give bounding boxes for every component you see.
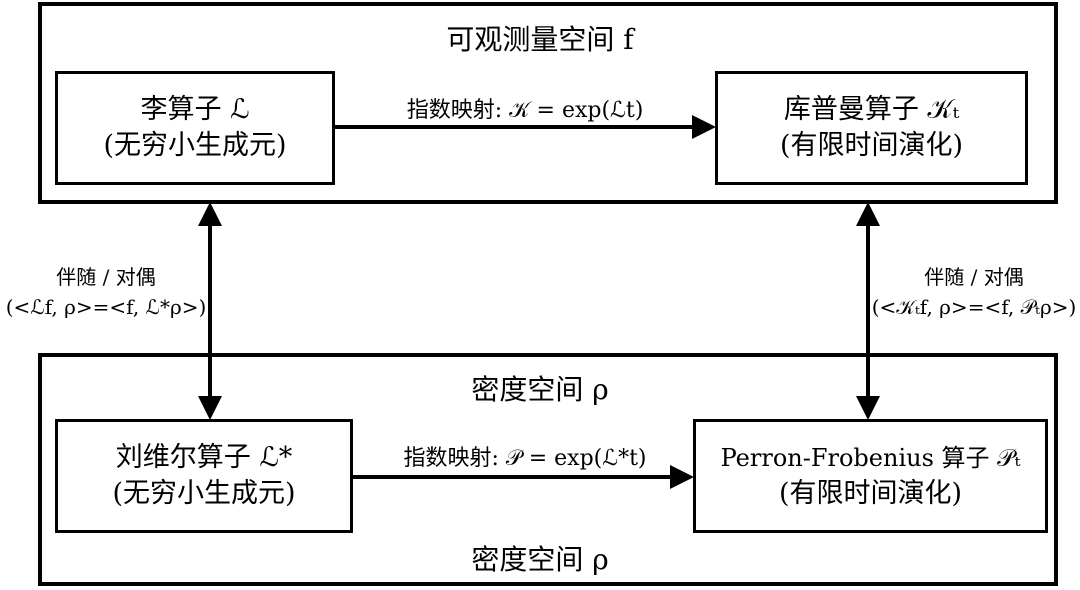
pf-operator-desc: (有限时间演化): [778, 478, 963, 509]
koopman-operator-box: 库普曼算子 𝒦ₜ (有限时间演化): [715, 71, 1028, 185]
left-adjoint-formula: (<ℒf, ρ>=<f, ℒ*ρ>): [5, 295, 207, 319]
pf-operator-box: Perron-Frobenius 算子 𝒫ₜ (有限时间演化): [693, 419, 1048, 533]
bottom-horizontal-arrow: [353, 465, 694, 489]
right-adjoint-formula: (<𝒦ₜf, ρ>=<f, 𝒫ₜρ>): [871, 295, 1077, 319]
left-adjoint-label: 伴随 / 对偶 (<ℒf, ρ>=<f, ℒ*ρ>): [0, 262, 212, 322]
liouville-operator-name: 刘维尔算子 ℒ*: [115, 442, 293, 473]
density-space-bottom-title: 密度空间 ρ: [471, 543, 609, 576]
pf-operator-name: Perron-Frobenius 算子 𝒫ₜ: [720, 444, 1021, 472]
observable-space-frame: [38, 2, 1058, 204]
left-vertical-double-arrow: [198, 202, 222, 420]
left-adjoint-title: 伴随 / 对偶: [56, 265, 156, 289]
lie-operator-name: 李算子 ℒ: [140, 94, 250, 125]
top-arrow-label: 指数映射: 𝒦 = exp(ℒt): [406, 98, 644, 123]
density-space-title: 密度空间 ρ: [471, 373, 609, 406]
bottom-arrow-label: 指数映射: 𝒫 = exp(ℒ*t): [403, 446, 647, 471]
observable-space-title: 可观测量空间 f: [446, 23, 634, 56]
density-space-frame: [38, 353, 1058, 586]
liouville-operator-box: 刘维尔算子 ℒ* (无穷小生成元): [55, 419, 353, 533]
right-adjoint-title: 伴随 / 对偶: [924, 265, 1024, 289]
right-adjoint-label: 伴随 / 对偶 (<𝒦ₜf, ρ>=<f, 𝒫ₜρ>): [868, 262, 1080, 322]
lie-operator-desc: (无穷小生成元): [103, 130, 287, 161]
koopman-operator-name: 库普曼算子 𝒦ₜ: [783, 94, 960, 125]
liouville-operator-desc: (无穷小生成元): [112, 478, 296, 509]
koopman-operator-desc: (有限时间演化): [779, 130, 964, 161]
top-horizontal-arrow: [335, 115, 716, 139]
lie-operator-box: 李算子 ℒ (无穷小生成元): [55, 71, 335, 185]
right-vertical-double-arrow: [856, 202, 880, 420]
